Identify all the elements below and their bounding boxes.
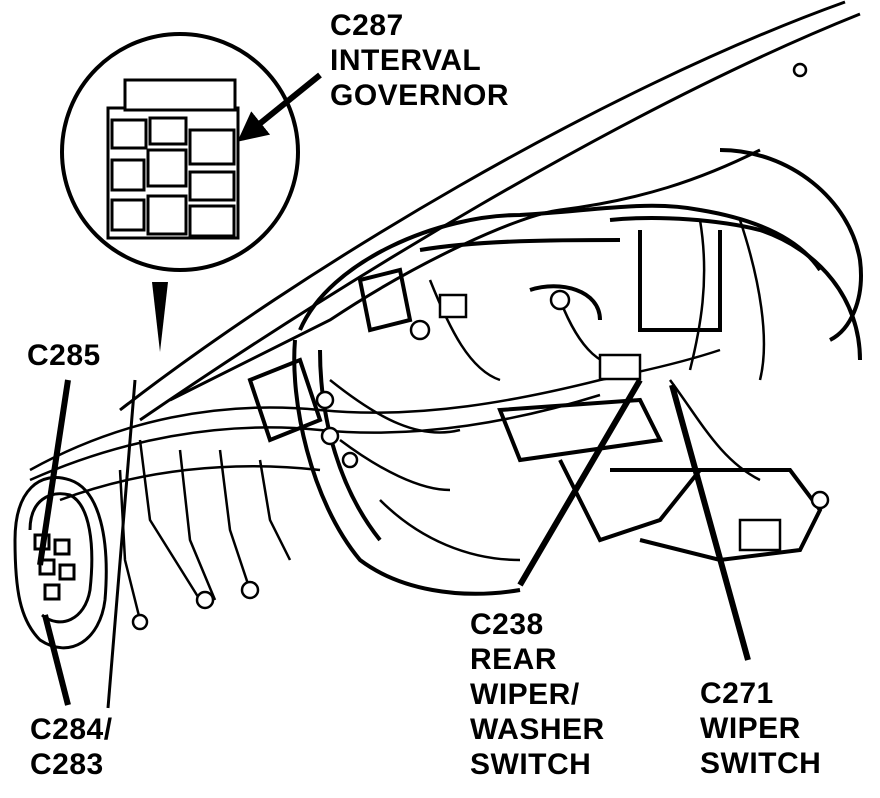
label-c284-line1: C284/ (30, 713, 113, 746)
relay-block-illustration (106, 78, 240, 240)
label-c285: C285 (27, 338, 101, 373)
label-c271-line2: WIPER (700, 712, 801, 745)
detail-circle-pointer (152, 282, 168, 352)
leader-c284-c283 (42, 614, 71, 706)
label-c238-line5: SWITCH (470, 748, 592, 781)
label-c238-line2: REAR (470, 643, 558, 676)
label-c284-line2: C283 (30, 748, 104, 781)
leader-c287 (237, 72, 322, 142)
dashboard-frame (247, 148, 863, 596)
label-c271-id: C271 (700, 677, 774, 710)
fuse-block (13, 476, 108, 650)
label-c271-wiper-switch: C271 WIPER SWITCH (700, 676, 821, 781)
label-c287-line3: GOVERNOR (330, 79, 510, 112)
label-c287-line2: INTERVAL (330, 44, 482, 77)
leader-lines (37, 72, 751, 709)
label-c284-c283: C284/ C283 (30, 712, 113, 782)
label-c287-id: C287 (330, 9, 404, 42)
label-c238-id: C238 (470, 608, 544, 641)
leader-c285 (37, 379, 71, 566)
magnified-detail-circle (60, 32, 300, 272)
wiring-harness (29, 219, 766, 621)
leader-c238 (517, 378, 643, 587)
label-c238-rear-wiper-washer-switch: C238 REAR WIPER/ WASHER SWITCH (470, 607, 605, 782)
label-c287-interval-governor: C287 INTERVAL GOVERNOR (330, 8, 509, 113)
leader-c284-c283-secondary (106, 379, 137, 709)
label-c238-line4: WASHER (470, 713, 605, 746)
label-c285-id: C285 (27, 339, 101, 372)
leader-c271 (669, 384, 751, 661)
label-c238-line3: WIPER/ (470, 678, 580, 711)
connector-plugs (131, 62, 830, 631)
label-c271-line3: SWITCH (700, 747, 822, 780)
